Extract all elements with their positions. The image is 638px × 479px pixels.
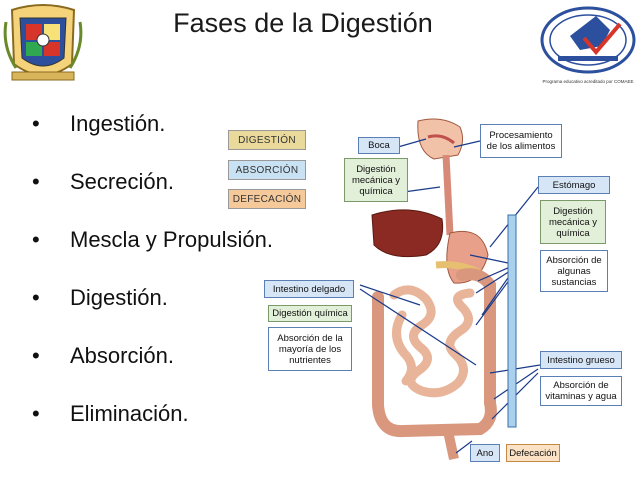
bullet-text: Digestión. [70,285,168,310]
bullet-dot: • [32,343,40,368]
bullet-dot: • [32,111,40,136]
label-intestino-delgado: Intestino delgado [264,280,354,298]
legend-defecacion: DEFECACIÓN [228,189,306,209]
label-boca: Boca [358,137,400,154]
bullet-dot: • [32,169,40,194]
label-digestion-mecanica-quimica-2: Digestión mecánica y química [540,200,606,244]
label-absorcion-algunas: Absorción de algunas sustancias [540,250,608,292]
label-absorcion-mayoria: Absorción de la mayoría de los nutriente… [268,327,352,371]
bullet-text: Eliminación. [70,401,189,426]
bullet-text: Absorción. [70,343,174,368]
phases-list: • Ingestión. • Secreción. • Mescla y Propul… [30,110,273,458]
label-digestion-mecanica-quimica: Digestión mecánica y química [344,158,408,202]
bullet-ingestion: • Ingestión. [30,110,273,168]
label-estomago: Estómago [538,176,610,194]
label-defecacion: Defecación [506,444,560,462]
bullet-text: Secreción. [70,169,174,194]
bullet-digestion: • Digestión. [30,284,273,342]
label-procesamiento: Procesamiento de los alimentos [480,124,562,158]
bullet-text: Mescla y Propulsión. [70,227,273,252]
bullet-text: Ingestión. [70,111,166,136]
label-digestion-quimica: Digestión química [268,305,352,322]
bullet-dot: • [32,401,40,426]
label-absorcion-vitaminas: Absorción de vitaminas y agua [540,376,622,406]
bullet-dot: • [32,285,40,310]
slide-title: Fases de la Digestión [173,8,433,38]
accreditation-logo: Programa educativo acreditado por COMAEE [538,2,638,88]
legend-absorcion: ABSORCIÓN [228,160,306,180]
legend-digestion: DIGESTIÓN [228,130,306,150]
bullet-dot: • [32,227,40,252]
bullet-absorcion: • Absorción. [30,342,273,400]
accreditation-caption: Programa educativo acreditado por COMAEE [542,79,634,84]
label-intestino-grueso: Intestino grueso [540,351,622,369]
digestive-system-illustration [359,118,541,461]
bullet-eliminacion: • Eliminación. [30,400,273,458]
university-crest-logo [2,2,84,88]
bullet-secrecion: • Secreción. [30,168,273,226]
label-ano: Ano [470,444,500,462]
bullet-mezcla: • Mescla y Propulsión. [30,226,273,284]
